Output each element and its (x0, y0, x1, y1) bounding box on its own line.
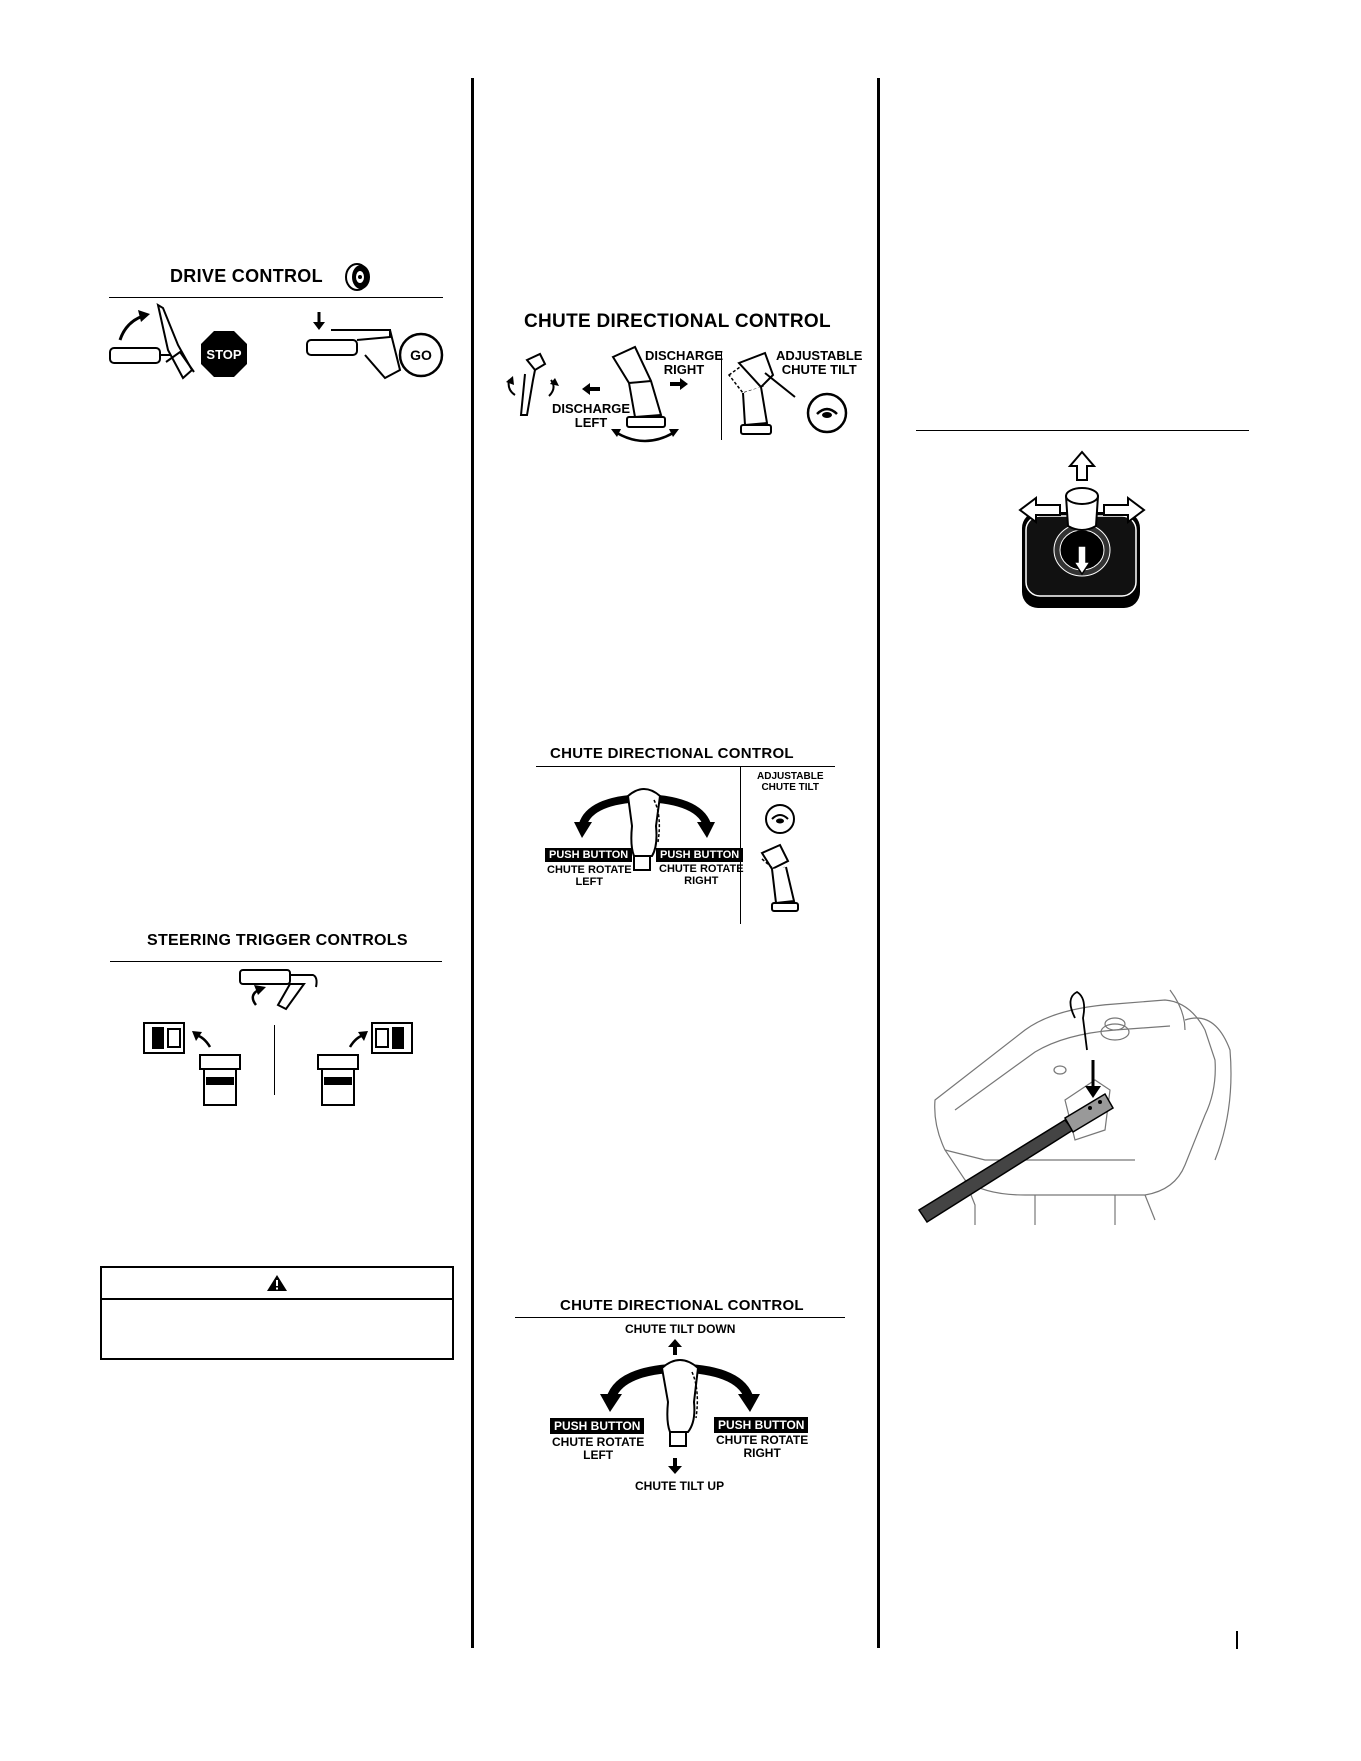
chute-mid-title: CHUTE DIRECTIONAL CONTROL (550, 745, 794, 762)
shift-rod-illustration (917, 989, 1232, 1225)
page-number-rule (1236, 1631, 1238, 1649)
push-button-right-badge: PUSH BUTTON (656, 848, 744, 862)
right-section-rule (916, 430, 1249, 431)
push-button-left-badge: PUSH BUTTON (545, 848, 633, 862)
arrow-left-icon (582, 383, 600, 395)
stop-label: STOP (206, 347, 241, 362)
bottom-rotate-right-label: CHUTE ROTATE RIGHT (716, 1433, 809, 1460)
chute-bottom-title: CHUTE DIRECTIONAL CONTROL (560, 1297, 804, 1314)
go-label: GO (410, 347, 432, 363)
drive-control-rule (109, 297, 443, 298)
tilt-down-arrow-icon (668, 1339, 682, 1355)
steer-right-illustration (317, 1022, 413, 1106)
tilt-up-arrow-icon (668, 1458, 682, 1474)
joystick-icon (1018, 450, 1146, 608)
bottom-push-button-left-badge: PUSH BUTTON (550, 1418, 645, 1434)
steering-rule (110, 961, 442, 962)
rotate-left-label: CHUTE ROTATE LEFT (547, 864, 632, 888)
chute-top-divider (721, 352, 722, 440)
stop-sign-icon: STOP (201, 331, 247, 377)
steering-trigger-illustration (239, 969, 318, 1011)
adjustable-tilt-label: ADJUSTABLE CHUTE TILT (776, 348, 863, 377)
chute-tilt-illustration (727, 351, 796, 435)
mid-adjustable-tilt-label: ADJUSTABLE CHUTE TILT (757, 771, 824, 793)
tilt-down-label: CHUTE TILT DOWN (625, 1322, 736, 1336)
mid-tilt-knob-icon (765, 804, 795, 834)
warning-box (100, 1266, 454, 1360)
tilt-up-label: CHUTE TILT UP (635, 1479, 725, 1493)
discharge-left-label: DISCHARGE LEFT (552, 401, 631, 430)
chute-bottom-rule (515, 1317, 845, 1318)
arrow-right-icon (670, 378, 688, 390)
discharge-right-label: DISCHARGE RIGHT (645, 348, 724, 377)
go-badge-icon: GO (398, 332, 444, 378)
steer-left-illustration (143, 1022, 241, 1106)
drive-control-title: DRIVE CONTROL (170, 266, 323, 286)
mid-chute-tilt-illustration (760, 843, 799, 912)
chute-bottom-joystick-icon (600, 1359, 760, 1447)
chute-rotate-joystick-icon (574, 788, 715, 871)
column-divider-left (471, 78, 474, 1648)
warning-header (102, 1268, 452, 1300)
dual-wheel-icon (345, 263, 370, 291)
chute-mid-rule (536, 766, 835, 767)
drive-engage-illustration (306, 312, 402, 380)
rotate-right-label: CHUTE ROTATE RIGHT (659, 863, 744, 887)
column-divider-right (877, 78, 880, 1648)
steering-title: STEERING TRIGGER CONTROLS (147, 932, 408, 949)
drive-release-illustration (109, 302, 195, 380)
tilt-knob-icon (806, 392, 848, 434)
bottom-rotate-left-label: CHUTE ROTATE LEFT (552, 1435, 645, 1462)
bottom-push-button-right-badge: PUSH BUTTON (714, 1417, 809, 1433)
chute-rotate-illustration (611, 345, 679, 443)
warning-triangle-icon (267, 1275, 287, 1291)
chute-mid-divider (740, 766, 741, 924)
chute-handle-icon (506, 352, 559, 416)
steering-divider (274, 1025, 275, 1095)
chute-top-title: CHUTE DIRECTIONAL CONTROL (524, 311, 831, 332)
